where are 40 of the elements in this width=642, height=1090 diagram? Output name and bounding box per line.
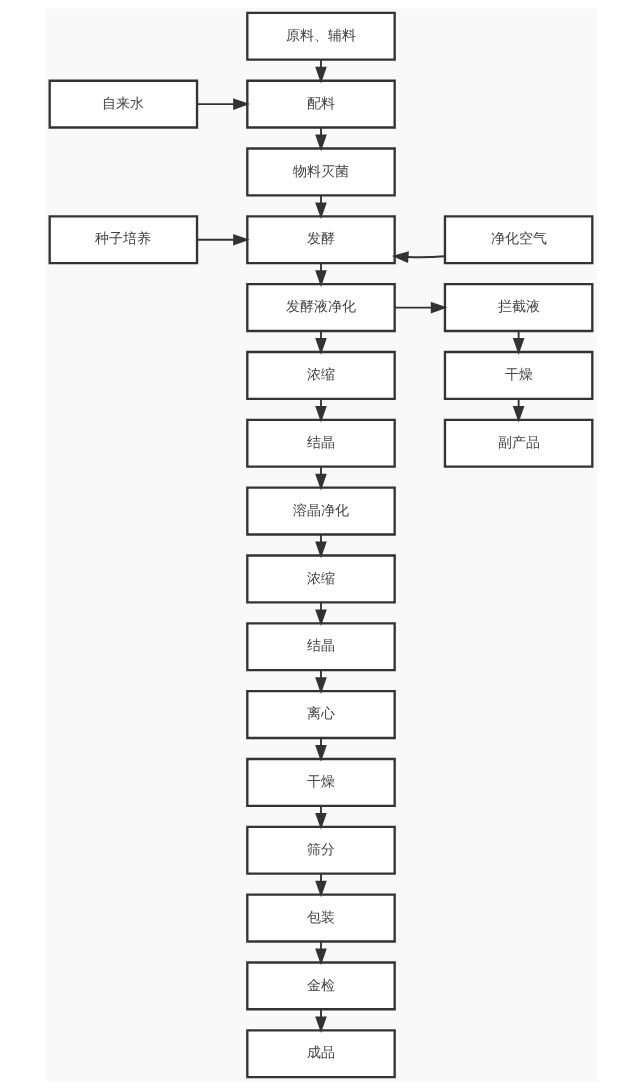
- node-box: 种子培养: [48, 215, 199, 265]
- node-box: 浓缩: [246, 554, 396, 604]
- arrow: [315, 669, 327, 694]
- arrow: [315, 533, 327, 559]
- node-box: 结晶: [246, 418, 396, 468]
- node-box: 金检: [246, 961, 396, 1011]
- arrow: [315, 330, 327, 355]
- arrow: [315, 59, 327, 84]
- arrow: [315, 737, 327, 762]
- arrow: [391, 251, 446, 263]
- node-box: 原料、辅料: [246, 11, 396, 61]
- arrow: [315, 805, 327, 830]
- node-box: 发酵: [246, 215, 396, 265]
- node-box: 物料灭菌: [246, 147, 396, 197]
- node-box: 溶晶净化: [246, 486, 396, 536]
- node-box: 副产品: [443, 418, 594, 468]
- arrow: [196, 233, 250, 246]
- node-box: 包装: [246, 893, 396, 943]
- arrow: [512, 330, 525, 355]
- node-box: 发酵液净化: [246, 283, 396, 333]
- arrow: [315, 940, 327, 966]
- arrow: [393, 301, 448, 314]
- arrow: [315, 398, 327, 423]
- arrow: [196, 98, 250, 110]
- arrow: [315, 262, 327, 287]
- arrow: [315, 873, 327, 898]
- node-box: 净化空气: [443, 215, 594, 265]
- arrow: [315, 126, 327, 152]
- arrow: [512, 398, 525, 423]
- node-box: 浓缩: [246, 350, 396, 400]
- node-box: 干燥: [246, 757, 396, 807]
- node-box: 干燥: [443, 350, 594, 400]
- arrow: [315, 466, 327, 491]
- node-box: 结晶: [246, 622, 396, 672]
- node-box: 成品: [246, 1029, 396, 1079]
- node-box: 筛分: [246, 825, 396, 875]
- node-box: 离心: [246, 690, 396, 740]
- node-box: 拦截液: [443, 283, 594, 333]
- node-box: 自来水: [48, 79, 199, 129]
- node-box: 配料: [246, 79, 396, 129]
